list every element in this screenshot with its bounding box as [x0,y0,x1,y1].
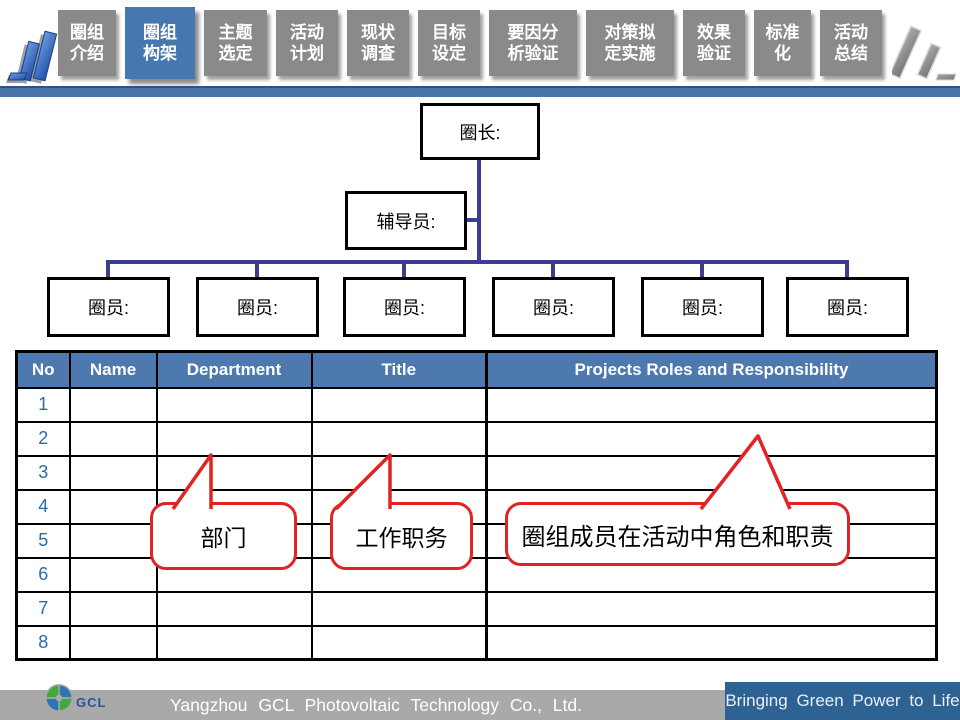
tab-topic-selection[interactable]: 主题 选定 [204,10,267,76]
tab-effect-verification[interactable]: 效果 验证 [683,10,745,76]
row-number: 2 [15,420,71,457]
roster-cell [68,624,158,661]
roster-cell [68,590,158,627]
row-number: 8 [15,624,71,661]
callout-tail [334,453,392,511]
connector-advisor-stub [466,218,478,222]
col-header-no: No [15,350,71,389]
col-header-title: Title [310,350,488,389]
decorative-slashes-icon [888,16,958,93]
org-box-member: 圈员: [492,277,615,337]
tab-standardization[interactable]: 标准 化 [754,10,811,76]
tab-status-survey[interactable]: 现状 调查 [347,10,409,76]
connector-member-stub [700,262,704,278]
callout-tail [171,453,213,511]
roster-table: No Name Department Title Projects Roles … [15,350,938,661]
org-box-advisor: 辅导员: [345,191,467,250]
connector-members-horizontal [106,260,849,264]
footer-company-name: Yangzhou GCL Photovoltaic Technology Co.… [170,695,583,715]
roster-cell [310,420,488,457]
gcl-logo: GCL [44,683,106,713]
table-row: 3 [15,454,938,491]
tab-activity-plan[interactable]: 活动 计划 [276,10,338,76]
brand-slash-logo-icon [4,12,64,89]
roster-cell [155,386,313,423]
gcl-logo-text: GCL [76,694,107,710]
table-row: 6 [15,556,938,593]
roster-cell [68,454,158,491]
callout-tail [699,434,792,511]
roster-cell [68,522,158,559]
table-row: 8 [15,624,938,661]
roster-cell [155,454,313,491]
header-accent-bar [0,86,960,97]
tab-circle-intro[interactable]: 圈组 介绍 [58,10,116,76]
roster-cell [310,386,488,423]
roster-cell [310,590,488,627]
col-header-name: Name [68,350,158,389]
row-number: 3 [15,454,71,491]
roster-cell [68,488,158,525]
roster-cell [310,454,488,491]
org-box-member: 圈员: [343,277,466,337]
tab-cause-analysis[interactable]: 要因分 析验证 [489,10,577,76]
footer-slogan: Bringing Green Power to Life [725,682,960,720]
roster-cell [68,420,158,457]
roster-cell [485,590,938,627]
roster-cell [485,386,938,423]
callout-job-title: 工作职务 [330,502,473,570]
row-number: 7 [15,590,71,627]
row-number: 6 [15,556,71,593]
tab-circle-structure[interactable]: 圈组 构架 [125,7,195,79]
roster-cell [68,386,158,423]
connector-member-stub [255,262,259,278]
org-box-member: 圈员: [47,277,170,337]
org-box-leader: 圈长: [420,103,540,160]
connector-member-stub [106,262,110,278]
row-number: 1 [15,386,71,423]
connector-member-stub [845,262,849,278]
connector-member-stub [551,262,555,278]
roster-cell [485,454,938,491]
row-number: 4 [15,488,71,525]
row-number: 5 [15,522,71,559]
connector-leader-vertical [477,159,481,262]
nav-tabs: 圈组 介绍 圈组 构架 主题 选定 活动 计划 现状 调查 目标 设定 要因分 … [58,7,882,79]
connector-member-stub [402,262,406,278]
roster-cell [155,590,313,627]
table-row: 2 [15,420,938,457]
org-box-member: 圈员: [786,277,909,337]
table-row: 7 [15,590,938,627]
roster-cell [68,556,158,593]
roster-cell [310,624,488,661]
org-box-member: 圈员: [641,277,764,337]
gcl-pinwheel-icon [45,684,73,712]
callout-roles: 圈组成员在活动中角色和职责 [505,502,850,566]
roster-cell [155,420,313,457]
roster-cell [485,420,938,457]
tab-activity-summary[interactable]: 活动 总结 [820,10,882,76]
table-row: 1 [15,386,938,423]
tab-goal-setting[interactable]: 目标 设定 [418,10,480,76]
col-header-department: Department [155,350,313,389]
roster-cell [485,624,938,661]
callout-department: 部门 [150,502,297,570]
tab-countermeasure[interactable]: 对策拟 定实施 [586,10,674,76]
roster-cell [155,624,313,661]
org-box-member: 圈员: [196,277,319,337]
roster-header-row: No Name Department Title Projects Roles … [15,350,938,389]
col-header-roles: Projects Roles and Responsibility [485,350,938,389]
